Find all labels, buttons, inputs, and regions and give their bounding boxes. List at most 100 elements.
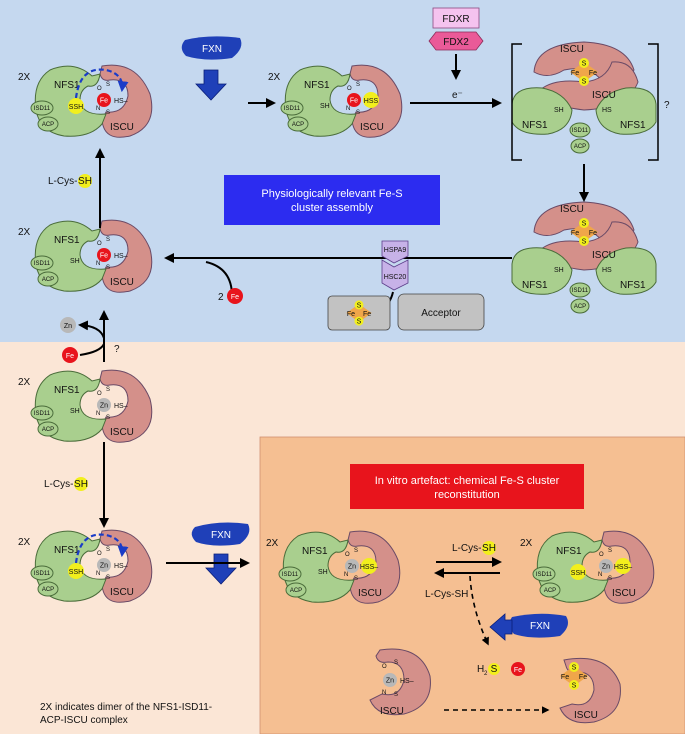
svg-text:HSS: HSS bbox=[364, 98, 379, 105]
fe-exchange-symbol: Fe bbox=[66, 353, 74, 360]
svg-text:Fe: Fe bbox=[579, 674, 587, 681]
svg-text:S: S bbox=[106, 110, 110, 116]
svg-text:S: S bbox=[608, 576, 612, 582]
svg-text:O: O bbox=[345, 552, 350, 558]
svg-text:ISCU: ISCU bbox=[110, 277, 134, 288]
svg-text:2X: 2X bbox=[18, 227, 31, 238]
h2s-h: H bbox=[477, 664, 484, 675]
two-fe: 2 Fe bbox=[218, 288, 243, 304]
svg-text:SSH: SSH bbox=[69, 104, 83, 111]
fdxr-label: FDXR bbox=[442, 14, 469, 25]
svg-text:HS: HS bbox=[602, 107, 612, 114]
svg-text:2X: 2X bbox=[18, 377, 31, 388]
svg-text:Fe: Fe bbox=[571, 230, 579, 237]
hspa9-label: HSPA9 bbox=[384, 247, 407, 254]
svg-text:Fe: Fe bbox=[350, 98, 358, 105]
lcys-bottom: L-Cys- SH bbox=[44, 477, 88, 491]
svg-text:S: S bbox=[106, 82, 110, 88]
svg-text:ACP: ACP bbox=[42, 587, 54, 593]
svg-text:O: O bbox=[97, 86, 102, 92]
svg-text:ACP: ACP bbox=[42, 427, 54, 433]
svg-text:Zn: Zn bbox=[348, 564, 356, 571]
fdxr-fdx2: FDXR FDX2 e⁻ bbox=[428, 7, 484, 101]
svg-text:ISCU: ISCU bbox=[574, 710, 598, 721]
artefact-box: In vitro artefact: chemical Fe-S cluster… bbox=[350, 464, 584, 509]
svg-text:HSS–: HSS– bbox=[360, 564, 378, 571]
svg-text:ISCU: ISCU bbox=[592, 250, 616, 261]
svg-text:O: O bbox=[97, 551, 102, 557]
zn-fe-exchange: Zn Fe ? bbox=[60, 310, 120, 363]
acceptor: Acceptor bbox=[397, 293, 485, 331]
svg-text:NFS1: NFS1 bbox=[54, 80, 80, 91]
lcys-top-sh: SH bbox=[78, 176, 92, 187]
svg-text:2X: 2X bbox=[266, 538, 279, 549]
svg-text:ISCU: ISCU bbox=[612, 588, 636, 599]
svg-text:O: O bbox=[599, 552, 604, 558]
svg-text:N: N bbox=[346, 106, 350, 112]
svg-text:S: S bbox=[572, 665, 577, 672]
svg-text:2X: 2X bbox=[268, 72, 281, 83]
svg-text:S: S bbox=[106, 415, 110, 421]
svg-text:S: S bbox=[106, 547, 110, 553]
svg-text:O: O bbox=[347, 86, 352, 92]
svg-text:O: O bbox=[97, 241, 102, 247]
svg-text:Fe: Fe bbox=[561, 674, 569, 681]
svg-text:ISD11: ISD11 bbox=[282, 572, 299, 578]
h2s-sub: 2 bbox=[484, 671, 488, 677]
svg-text:NFS1: NFS1 bbox=[54, 545, 80, 556]
svg-text:ACP: ACP bbox=[42, 277, 54, 283]
two-fe-symbol: Fe bbox=[231, 294, 239, 301]
svg-text:ISCU: ISCU bbox=[110, 587, 134, 598]
svg-text:ACP: ACP bbox=[574, 144, 586, 150]
footnote-line2: ACP-ISCU complex bbox=[40, 715, 128, 726]
svg-text:S: S bbox=[582, 239, 587, 246]
svg-text:ISCU: ISCU bbox=[380, 706, 404, 717]
svg-text:NFS1: NFS1 bbox=[620, 120, 646, 131]
lcys-bottom-sh: SH bbox=[74, 479, 88, 490]
svg-text:Zn: Zn bbox=[100, 403, 108, 410]
two-fe-count: 2 bbox=[218, 292, 224, 303]
hsc20-label: HSC20 bbox=[384, 274, 407, 281]
hspa9-hsc20: HSPA9 HSC20 bbox=[378, 240, 409, 311]
svg-text:HS–: HS– bbox=[114, 563, 128, 570]
bracket-question: ? bbox=[664, 100, 670, 111]
svg-text:NFS1: NFS1 bbox=[304, 80, 330, 91]
svg-text:NFS1: NFS1 bbox=[522, 280, 548, 291]
svg-text:O: O bbox=[382, 664, 387, 670]
svg-text:ISCU: ISCU bbox=[560, 204, 584, 215]
svg-text:S: S bbox=[582, 221, 587, 228]
svg-text:HS–: HS– bbox=[114, 253, 128, 260]
svg-text:Fe: Fe bbox=[100, 253, 108, 260]
svg-text:S: S bbox=[608, 548, 612, 554]
svg-text:S: S bbox=[394, 660, 398, 666]
fxn-bottom-label: FXN bbox=[211, 530, 231, 541]
svg-text:NFS1: NFS1 bbox=[556, 546, 582, 557]
fxn-top: FXN bbox=[181, 36, 242, 101]
svg-text:ACP: ACP bbox=[290, 588, 302, 594]
svg-text:ISD11: ISD11 bbox=[34, 411, 51, 417]
svg-text:NFS1: NFS1 bbox=[302, 546, 328, 557]
svg-text:ISD11: ISD11 bbox=[34, 571, 51, 577]
lcys-bottom-prefix: L-Cys- bbox=[44, 479, 73, 490]
svg-text:ISCU: ISCU bbox=[592, 90, 616, 101]
svg-text:S: S bbox=[106, 237, 110, 243]
svg-text:S: S bbox=[572, 683, 577, 690]
fxn-right-label: FXN bbox=[530, 621, 550, 632]
svg-text:ISD11: ISD11 bbox=[284, 106, 301, 112]
lcys-eq-prefix: L-Cys- bbox=[452, 543, 481, 554]
svg-text:2X: 2X bbox=[18, 537, 31, 548]
svg-text:Fe: Fe bbox=[589, 230, 597, 237]
svg-text:ACP: ACP bbox=[544, 588, 556, 594]
svg-text:ISCU: ISCU bbox=[358, 588, 382, 599]
svg-text:SH: SH bbox=[318, 569, 328, 576]
svg-text:S: S bbox=[357, 302, 362, 309]
